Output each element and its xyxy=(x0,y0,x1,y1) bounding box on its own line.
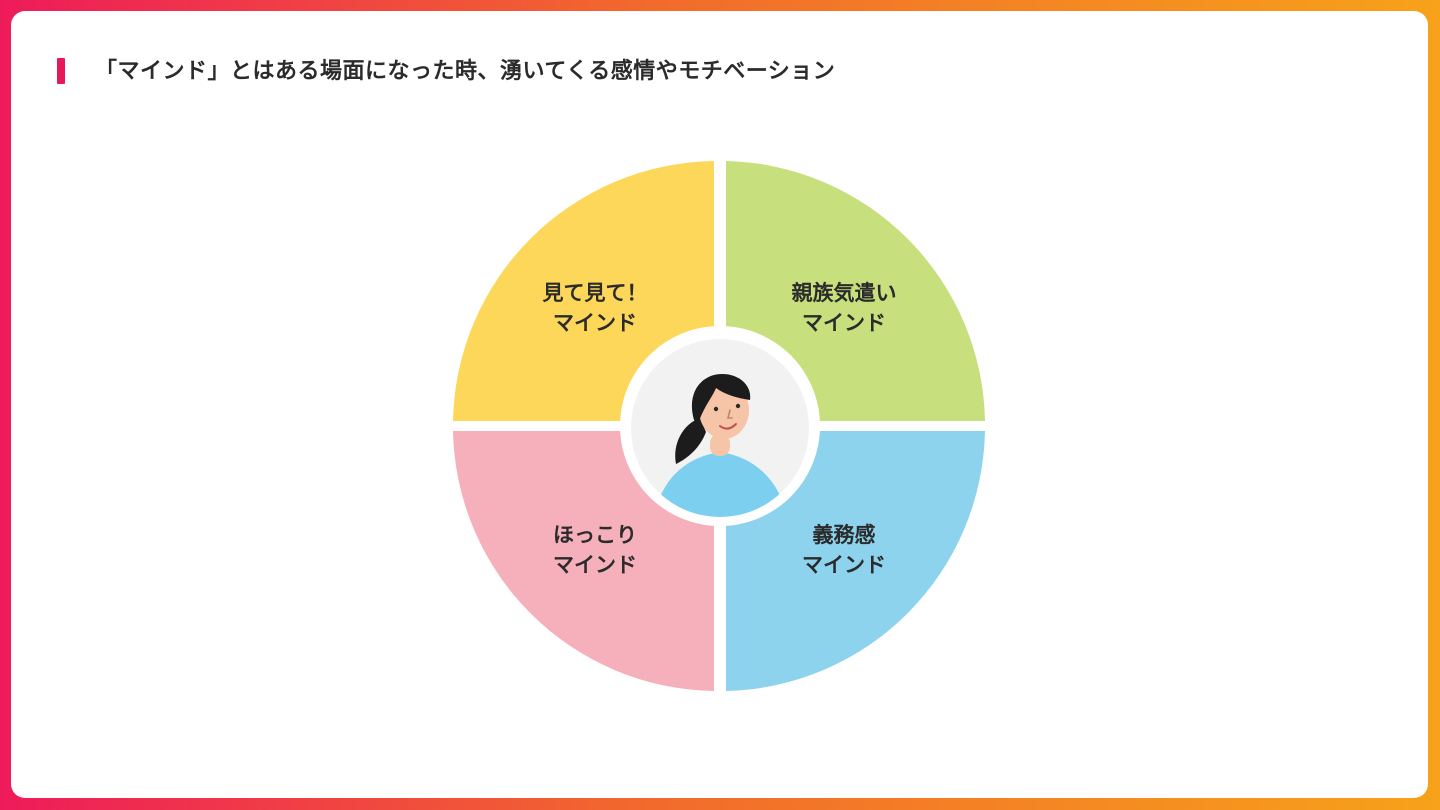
hair-top xyxy=(691,374,751,424)
hair-ponytail xyxy=(675,418,706,464)
quadrant-bottom-right-label-line1: 義務感 xyxy=(813,523,876,547)
quadrant-top-right-label-line2: マインド xyxy=(802,311,886,335)
quadrant-bottom-left-label-line2: マインド xyxy=(553,553,637,577)
smile xyxy=(719,423,737,430)
quadrant-top-left-label-line1: 見て見て！ xyxy=(543,281,648,305)
page-title: 「マインド」とはある場面になった時、湧いてくる感情やモチベーション xyxy=(95,59,836,84)
quadrant-top-left-label-line2: マインド xyxy=(553,311,637,335)
neck xyxy=(710,434,730,456)
quadrant-top-right-label-line1: 親族気遣い xyxy=(792,281,897,305)
left-eye xyxy=(713,406,719,412)
heading-accent-bar xyxy=(57,58,65,84)
right-eye xyxy=(735,403,741,409)
nose xyxy=(726,409,733,419)
quadrant-bottom-right-label-line2: マインド xyxy=(802,553,886,577)
quadrant-bottom-left-label-line1: ほっこり xyxy=(553,523,637,547)
